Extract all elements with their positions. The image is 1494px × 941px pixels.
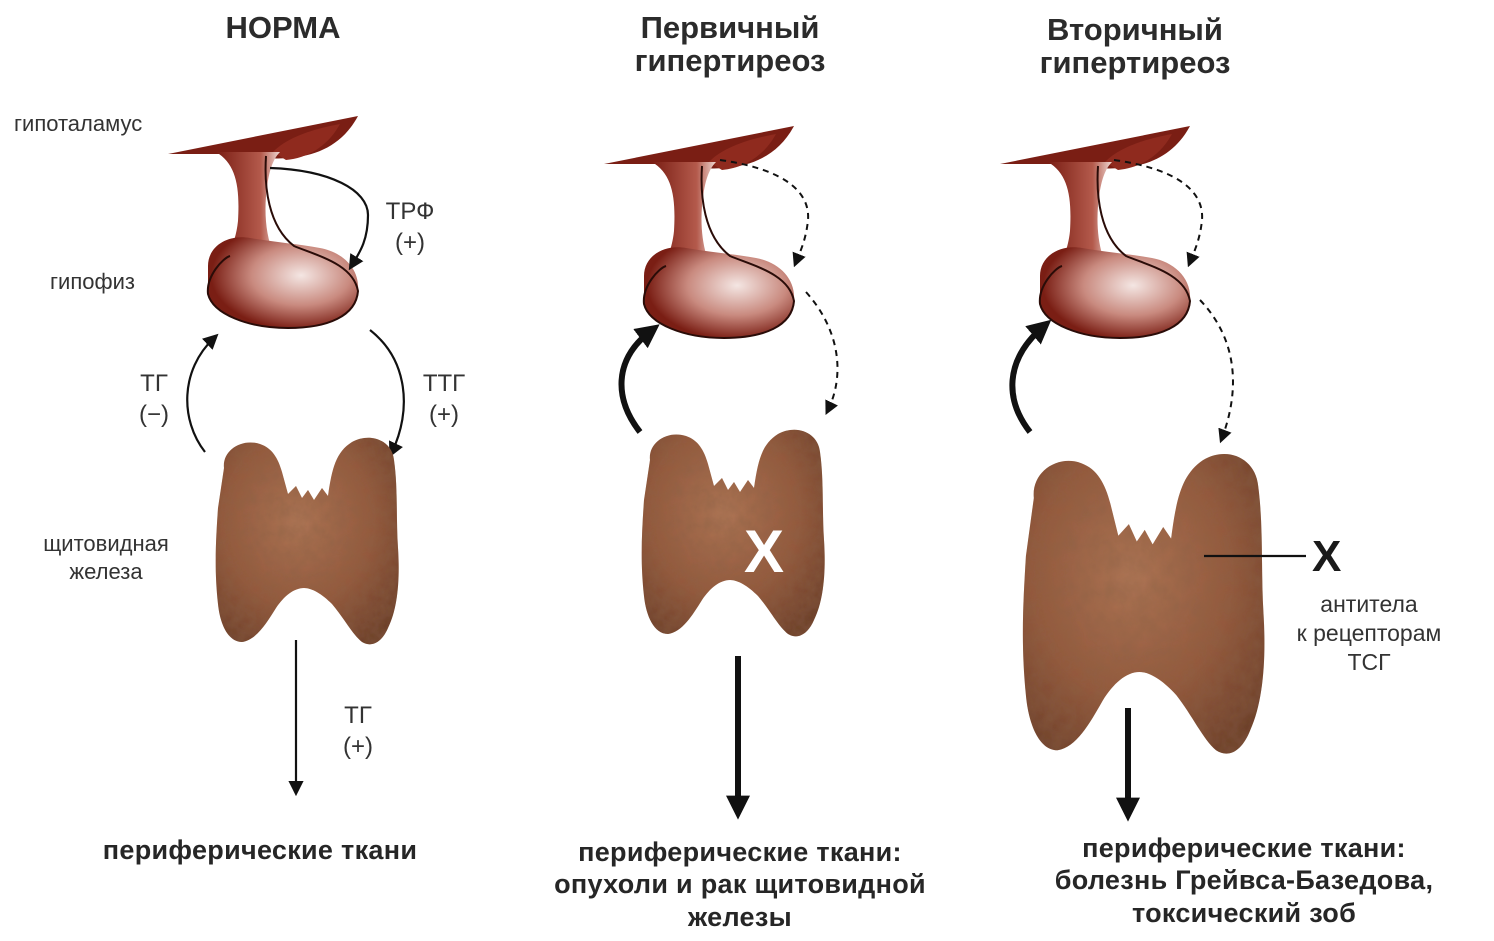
secondary-trf-arrow [1114,160,1202,262]
primary-hypothalamus-pituitary [604,126,794,338]
label-antibodies: антитела к рецепторам ТСГ [1254,590,1484,676]
tissue-secondary: периферические ткани: болезнь Грейвса-Ба… [984,832,1494,929]
norm-thyroid [216,438,399,645]
secondary-thyroid [1023,454,1265,754]
secondary-ttg-arrow [1200,300,1233,438]
norm-column [168,116,404,790]
norm-hypothalamus-pituitary [168,116,358,328]
label-hypothalamus: гипоталамус [14,112,142,135]
secondary-x-marker: X [1312,534,1341,580]
tissue-norm: периферические ткани [40,836,480,864]
title-secondary-hyperthyroidism: Вторичный гипертиреоз [990,14,1280,79]
secondary-column [1000,126,1306,812]
primary-ttg-arrow [806,292,837,410]
primary-trf-arrow [720,160,808,262]
tissue-primary: периферические ткани: опухоли и рак щито… [480,836,1000,933]
primary-column [604,126,837,810]
primary-thyroid [642,430,825,637]
primary-x-marker: X [744,520,784,583]
title-primary-hyperthyroidism: Первичный гипертиреоз [590,12,870,77]
primary-tg-feedback-arrow [622,330,652,432]
secondary-hypothalamus-pituitary [1000,126,1190,338]
label-pituitary: гипофиз [50,270,135,293]
title-norm: НОРМА [198,12,368,45]
label-tg-positive: ТГ (+) [318,700,398,762]
label-trf: ТРФ (+) [370,196,450,258]
label-ttg: ТТГ (+) [404,368,484,430]
norm-ttg-arrow [370,330,404,452]
label-tg-negative: ТГ (−) [114,368,194,430]
secondary-tg-feedback-arrow [1012,326,1044,432]
label-thyroid: щитовидная железа [16,530,196,585]
